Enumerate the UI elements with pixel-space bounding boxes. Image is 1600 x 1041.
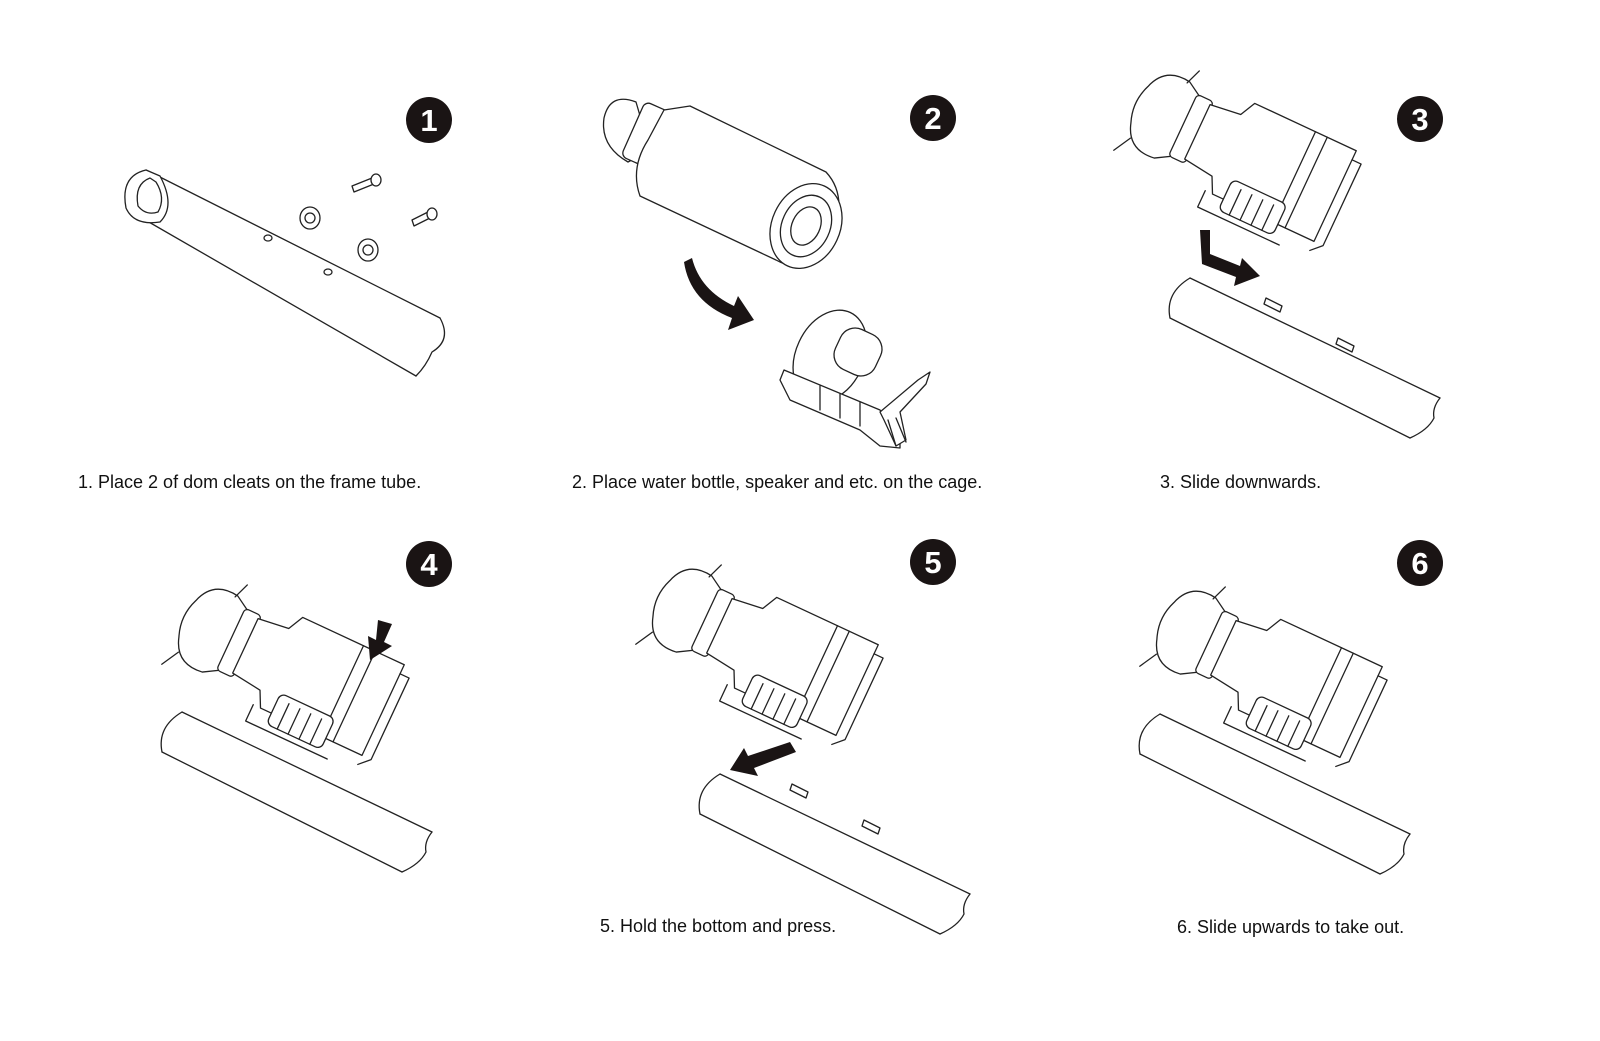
step-3-illustration [1106, 51, 1441, 439]
step-4-badge: 4 [406, 541, 452, 587]
step-4-illustration [154, 565, 433, 873]
step-1-caption: 1. Place 2 of dom cleats on the frame tu… [78, 472, 422, 492]
step-2-caption: 2. Place water bottle, speaker and etc. … [572, 472, 983, 492]
step-5-badge: 5 [910, 539, 956, 585]
step-3-caption: 3. Slide downwards. [1160, 472, 1322, 492]
step-5-illustration [628, 545, 971, 935]
step-6-badge: 6 [1397, 540, 1443, 586]
step-3-badge: 3 [1397, 96, 1443, 142]
step-2-badge: 2 [910, 95, 956, 141]
step-1-badge: 1 [406, 97, 452, 143]
step-1-illustration [124, 169, 446, 377]
step-6-illustration [1132, 567, 1411, 875]
step-2-illustration [602, 98, 931, 449]
step-6-caption: 6. Slide upwards to take out. [1177, 917, 1405, 937]
step-5-caption: 5. Hold the bottom and press. [600, 916, 837, 936]
